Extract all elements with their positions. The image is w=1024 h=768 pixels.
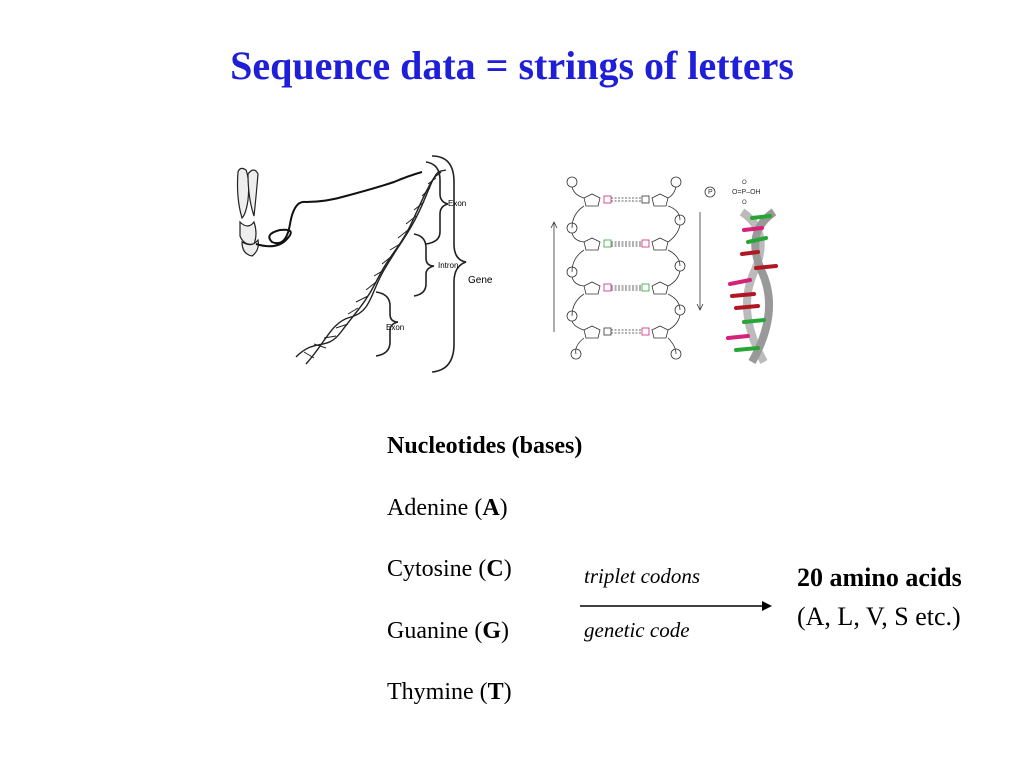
phosphate-formula: O=P–OH (732, 189, 761, 196)
amino-acids-text: 20 amino acids (A, L, V, S etc.) (797, 558, 977, 636)
label-exon-bottom: Exon (386, 323, 404, 332)
label-exon-top: Exon (448, 199, 466, 208)
nucleotide-thymine: Thymine (T) (387, 679, 512, 705)
label-gene: Gene (468, 275, 493, 286)
phosphate-label: P (708, 189, 713, 196)
backbone-diagram (550, 176, 704, 360)
helix-3d-icon (726, 208, 778, 364)
nucleotide-cytosine: Cytosine (C) (387, 556, 512, 582)
amino-acids-examples: (A, L, V, S etc.) (797, 602, 961, 631)
dna-helix-icon (295, 169, 447, 365)
phosphate-formula-o-bottom: O (742, 200, 747, 206)
chromatin-strand (255, 171, 423, 248)
amino-acids-strong: 20 amino acids (797, 563, 962, 592)
chromosome-dna-gene-figure: Exon Intron Gene Exon (236, 155, 493, 373)
chromosome-icon (236, 167, 259, 257)
slide-title: Sequence data = strings of letters (230, 43, 794, 88)
translation-arrow-icon (580, 601, 772, 611)
nucleotides-header: Nucleotides (bases) (387, 433, 583, 459)
nucleotides-list: Nucleotides (bases) Adenine (A) Cytosine… (387, 428, 582, 736)
label-intron: Intron (438, 261, 458, 270)
triplet-codons-label: triplet codons (584, 564, 701, 588)
phosphate-formula-o-top: O (742, 180, 747, 186)
dna-structure-figure: P O=P–OH O O (550, 176, 778, 364)
nucleotide-adenine: Adenine (A) (387, 494, 508, 521)
gene-braces (375, 155, 467, 373)
genetic-code-label: genetic code (584, 618, 690, 642)
nucleotide-guanine: Guanine (G) (387, 617, 509, 644)
